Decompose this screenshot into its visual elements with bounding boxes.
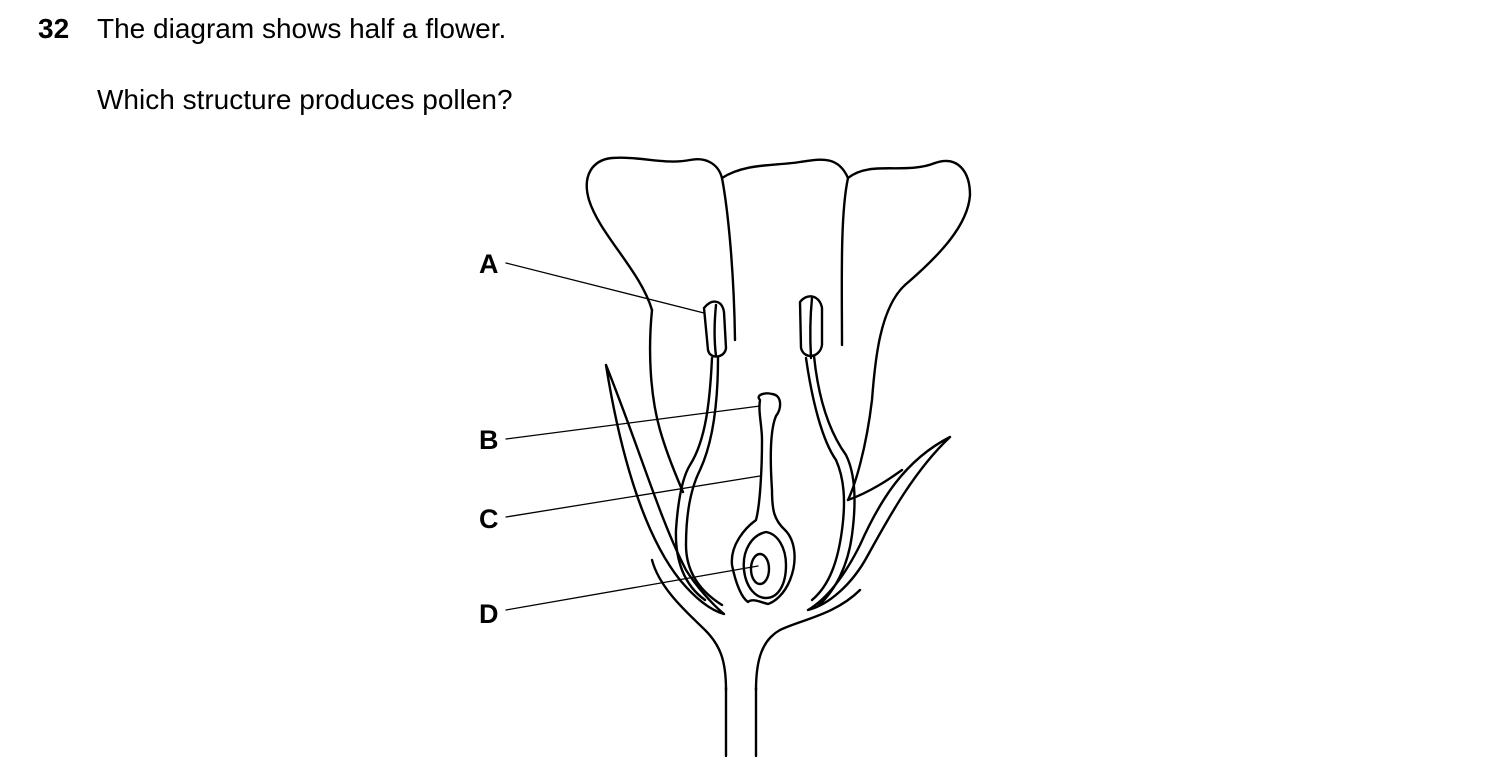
filament-right xyxy=(804,354,856,608)
question-statement: The diagram shows half a flower. xyxy=(97,13,507,44)
carpel-outline xyxy=(730,392,796,606)
sepal-left xyxy=(604,363,726,616)
petal-right xyxy=(846,159,972,502)
label-b: B xyxy=(479,425,499,455)
sepal-right xyxy=(806,435,952,612)
petal-middle xyxy=(720,158,850,347)
leader-line-c xyxy=(505,475,761,518)
anther-right xyxy=(798,295,824,358)
anther-left xyxy=(702,300,728,358)
ovule xyxy=(749,552,771,586)
question-number: 32 xyxy=(38,13,70,44)
receptacle xyxy=(650,558,862,692)
label-c: C xyxy=(479,504,499,534)
filament-left xyxy=(674,356,724,607)
ovary-wall-inner xyxy=(742,530,788,600)
question-prompt: Which structure produces pollen? xyxy=(97,84,513,115)
petal-left xyxy=(585,156,737,342)
anther-right-divide xyxy=(809,296,814,360)
label-d: D xyxy=(479,599,499,629)
anther-left-divide xyxy=(713,303,718,358)
petal-base-left xyxy=(648,308,685,494)
leader-line-b xyxy=(505,405,761,440)
label-a: A xyxy=(479,249,499,279)
leader-line-a xyxy=(505,262,705,314)
leader-line-d xyxy=(505,565,759,611)
